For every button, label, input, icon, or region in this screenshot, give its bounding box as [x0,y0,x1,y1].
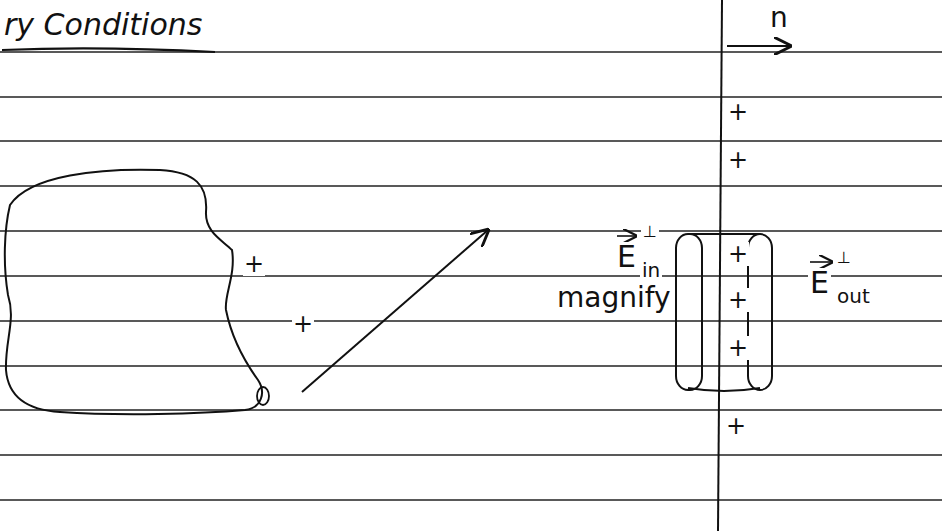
field-symbol: E [808,268,831,298]
perp-mark: ⊥ [835,250,853,266]
charge-sign: + [727,336,749,360]
title-underline [2,48,215,52]
zoom-spot [257,387,269,405]
perp-mark: ⊥ [641,224,659,240]
charge-sign: + [727,242,749,266]
surface-line [718,0,722,531]
field-subscript: out [835,286,872,306]
page-title: ry Conditions [2,10,204,40]
charge-sign: + [727,100,749,124]
charge-sign: + [243,252,265,276]
field-symbol: E [615,242,638,272]
charge-sign: + [727,288,749,312]
gaussian-pillbox [676,234,772,391]
field-subscript: in [640,260,662,280]
normal-label: n [768,4,790,32]
charged-surface [5,170,262,414]
magnify-arrow [302,230,488,392]
normal-arrow [727,45,790,47]
charge-sign: + [725,414,747,438]
charge-sign: + [292,312,314,336]
magnify-label: magnify [555,284,673,312]
ruled-lines [0,52,942,500]
charge-sign: + [727,148,749,172]
